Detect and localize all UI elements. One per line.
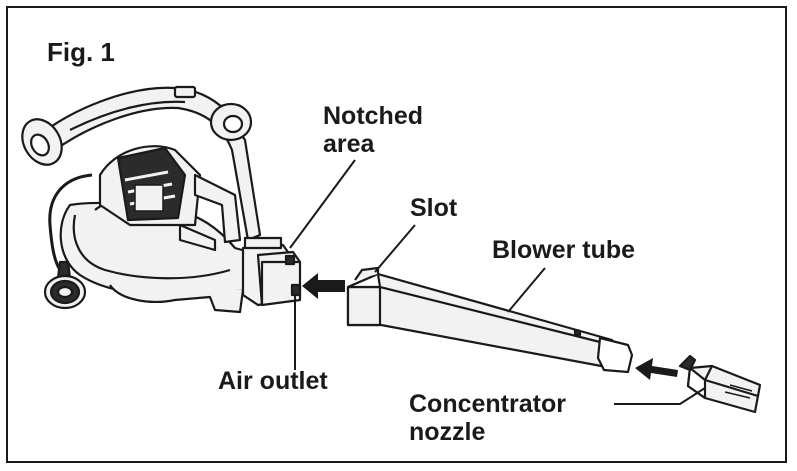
label-notched-area: Notched area — [323, 102, 423, 158]
arrow-icon — [635, 358, 678, 380]
blower-body-icon — [21, 85, 302, 314]
blower-tube-icon — [346, 266, 634, 374]
label-notched-area-line2: area — [323, 130, 375, 158]
label-blower-tube: Blower tube — [492, 236, 636, 264]
figure-title: Fig. 1 — [47, 37, 115, 67]
arrow-icon — [302, 273, 345, 299]
leader-blower-tube — [507, 267, 546, 313]
concentrator-nozzle-icon — [678, 354, 762, 414]
label-notched-area-line1: Notched — [323, 102, 423, 130]
leader-slot — [374, 224, 416, 273]
leader-lines — [289, 159, 706, 405]
label-air-outlet: Air outlet — [218, 367, 328, 395]
label-slot: Slot — [410, 194, 458, 222]
label-concentrator-line1: Concentrator — [409, 390, 566, 418]
leader-concentrator — [614, 387, 706, 405]
label-concentrator-nozzle: Concentrator nozzle — [409, 390, 566, 446]
label-concentrator-line2: nozzle — [409, 418, 486, 446]
leader-notched-area — [289, 159, 356, 249]
